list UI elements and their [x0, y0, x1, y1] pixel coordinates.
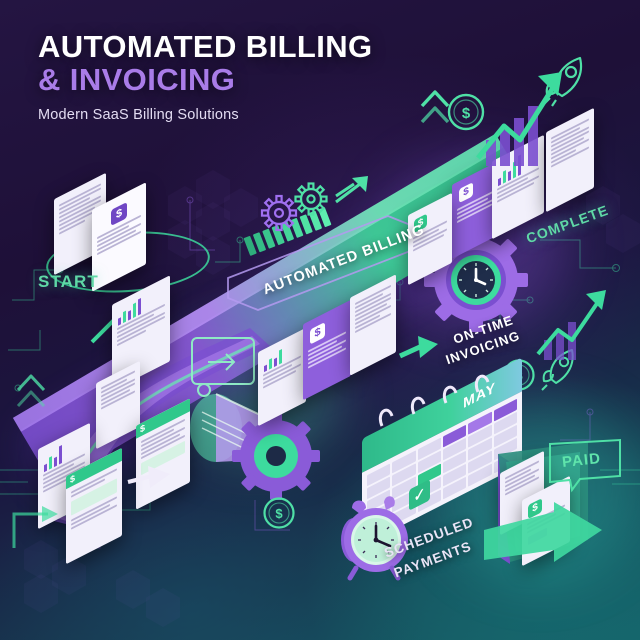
arrow-down-right-green [484, 502, 602, 562]
dollar-coin-icon-3: $ [263, 497, 295, 529]
chevron-up-icon-2 [16, 374, 46, 408]
gear-outline-purple [260, 194, 298, 232]
gear-solid-icon [232, 412, 320, 500]
paid-speech-bubble [549, 438, 621, 493]
arrow-belt-green [398, 336, 438, 359]
page-title-line1: AUTOMATED BILLING [38, 29, 373, 64]
gear-outline-green [294, 182, 328, 216]
dollar-badge-icon-2: $ [310, 322, 325, 345]
arrow-right-green [335, 176, 368, 204]
page-subtitle: Modern SaaS Billing Solutions [38, 107, 239, 124]
growth-arrow-icon-2 [536, 290, 606, 360]
chevron-up-icon [420, 90, 450, 124]
arrow-right-lower [127, 466, 170, 488]
svg-text:$: $ [275, 506, 283, 521]
svg-text:$: $ [462, 105, 471, 122]
dollar-badge-icon-3: $ [459, 182, 473, 204]
dollar-coin-icon: $ [447, 93, 485, 131]
header-block: AUTOMATED BILLING & INVOICING Modern Saa… [38, 29, 373, 124]
calendar-rings [378, 374, 490, 427]
label-start: START [38, 272, 99, 291]
alarm-clock-icon [341, 496, 408, 581]
growth-arrow-icon [476, 72, 562, 166]
arrow-corner-green [12, 506, 58, 548]
page-title-line2: & INVOICING [38, 62, 236, 98]
scanner-outline-icon [191, 337, 255, 397]
